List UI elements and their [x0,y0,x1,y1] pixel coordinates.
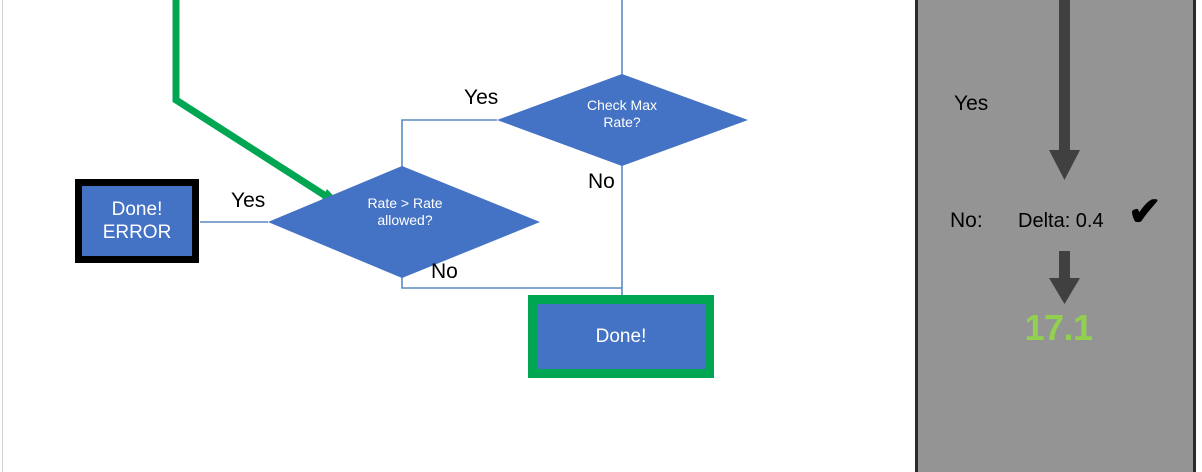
terminal-done-label: Done! [595,325,647,347]
terminal-done[interactable]: Done! [528,295,714,378]
edge-label-no-from-max-rate: No [588,170,615,193]
short-down-arrow-icon [1049,251,1080,304]
grey-detail-panel: Yes No: Delta: 0.4 ✔ 17.1 [915,0,1196,472]
check-mark-icon: ✔ [1128,190,1162,234]
panel-no-label: No: [950,209,983,232]
decision-rate-greater-than-allowed[interactable] [268,166,540,278]
highlight-path-green [172,0,334,203]
panel-result-value: 17.1 [1024,307,1093,348]
edge-label-yes-to-error: Yes [231,189,266,212]
edge-label-no-from-rate: No [431,260,458,283]
flowchart-graphics [172,0,748,297]
terminal-done-error[interactable]: Done! ERROR [75,179,199,263]
panel-yes-label: Yes [954,92,989,115]
decision-check-max-rate[interactable] [497,74,748,166]
panel-delta-value: Delta: 0.4 [1018,210,1104,232]
edge-label-yes-to-rate: Yes [464,86,499,109]
panel-arrow-graphics [1049,0,1080,304]
long-down-arrow-icon [1049,0,1080,180]
terminal-done-error-label: Done! ERROR [102,198,172,243]
connector-yes-max-to-rate [401,119,497,180]
slide-left-border [2,0,3,472]
